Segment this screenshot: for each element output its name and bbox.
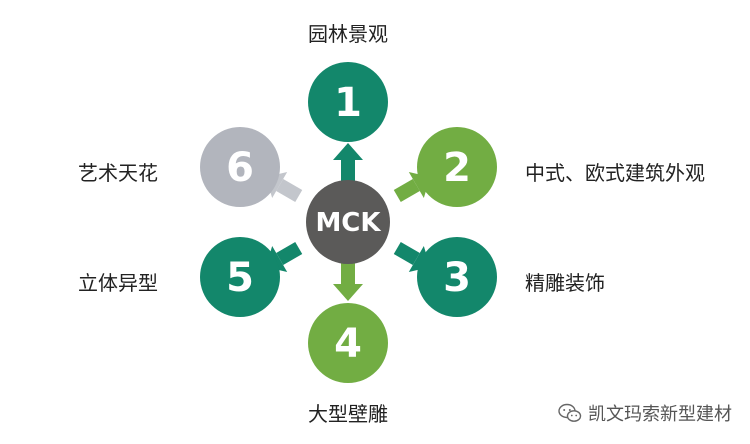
- label-node-4: 大型壁雕: [308, 402, 388, 426]
- label-node-3: 精雕装饰: [525, 271, 605, 295]
- node-3: 3: [417, 237, 497, 317]
- node-1-number: 1: [334, 80, 362, 126]
- arrow-to-4: [333, 258, 363, 301]
- hub-node: MCK: [306, 180, 390, 264]
- label-node-6: 艺术天花: [78, 161, 158, 185]
- node-6: 6: [200, 127, 280, 207]
- node-5: 5: [200, 237, 280, 317]
- node-6-number: 6: [226, 145, 254, 191]
- node-2-number: 2: [443, 145, 471, 191]
- watermark-text: 凯文玛索新型建材: [588, 404, 732, 425]
- label-node-5: 立体异型: [78, 271, 158, 295]
- node-5-number: 5: [226, 255, 254, 301]
- wechat-icon: [558, 403, 582, 422]
- label-node-2: 中式、欧式建筑外观: [525, 161, 705, 185]
- node-3-number: 3: [443, 255, 471, 301]
- watermark: 凯文玛索新型建材: [558, 400, 732, 426]
- arrow-to-1: [333, 143, 363, 186]
- label-node-1: 园林景观: [308, 22, 388, 46]
- node-4-number: 4: [334, 321, 362, 367]
- node-4: 4: [308, 303, 388, 383]
- hub-label: MCK: [315, 208, 381, 238]
- node-2: 2: [417, 127, 497, 207]
- node-1: 1: [308, 62, 388, 142]
